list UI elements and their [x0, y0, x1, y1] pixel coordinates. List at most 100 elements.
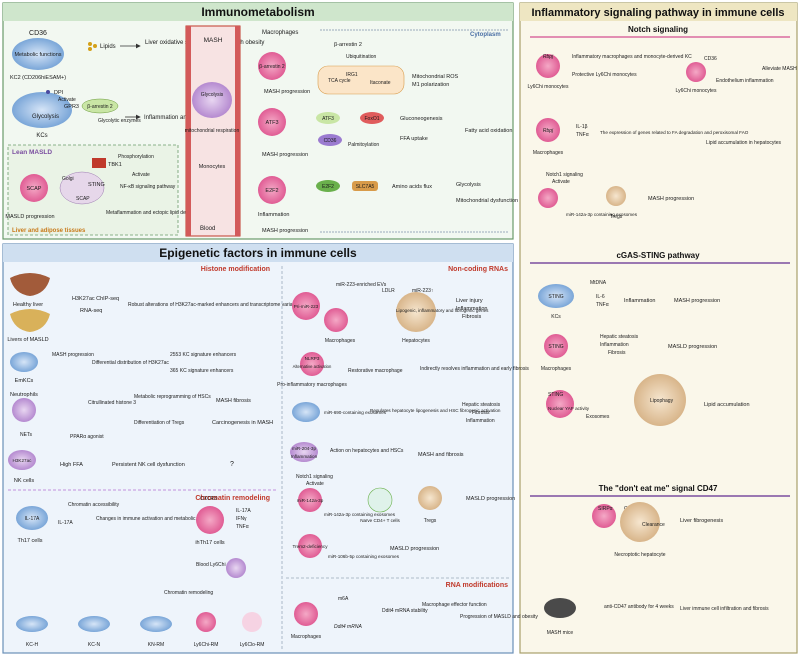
h3k27ac-chip-label: H3K27ac ChIP-seq	[72, 296, 119, 302]
lipogenic-label: Lipogenic, inflammatory and fibrogenic g…	[396, 308, 489, 313]
cd36-b-label: CD36	[324, 138, 337, 144]
citrullinated-label: Citrullinated histone 3	[88, 400, 136, 406]
sting3-inf-label: STING	[548, 392, 563, 398]
inflammation-a-label: Inflammation	[456, 306, 488, 312]
changes-immune-label: Changes in immune activation and metabol…	[96, 516, 219, 522]
nk-cells-label: NK cells	[14, 478, 34, 484]
high-ffa-label: High FFA	[60, 462, 83, 468]
lipid-acc2-label: Lipid accumulation	[704, 402, 750, 408]
ly6c-lo-rm-label: Ly6Clo-RM	[240, 642, 265, 648]
inflammation-inf-label: Inflammation	[624, 298, 656, 304]
golgi-label: Golgi	[62, 176, 74, 182]
il6-label: IL-6	[596, 294, 605, 300]
mir142-epi-label: miR-142a-3p	[297, 498, 324, 503]
il17a2-label: IL-17A	[58, 520, 73, 526]
inflammation-b-label: Inflammation	[466, 418, 495, 424]
ifng-label: IFNγ	[236, 516, 247, 522]
mir106-label: miR-106b-5p containing exosomes	[328, 554, 400, 559]
atf3-cell-label: ATF3	[265, 120, 278, 126]
macrophage-column: Macrophages Cytoplasm β-arrestin 2 β-arr…	[258, 29, 518, 234]
liver-fib-label: Liver fibrogenesis	[680, 518, 723, 524]
inflammation-masld-label: Inflammation and MASLD	[144, 115, 213, 121]
action-hep-label: Action on hepatocytes and HSCs	[330, 448, 404, 454]
robust-label: Robust alterations of H3K27ac-marked enh…	[128, 302, 304, 308]
mash-fibrosis2-label: MASH and fibrosis	[418, 452, 464, 458]
activate-label: Activate	[58, 97, 76, 103]
alt-activation-label: Alternative activation	[293, 364, 332, 369]
infl-macro-label: Inflammatory macrophages and monocyte-de…	[572, 54, 692, 60]
masld-prog-epi-label: MASLD progression	[466, 496, 515, 502]
mash-prog2-label: MASH progression	[262, 152, 308, 158]
mir223-label: miR-223↑	[412, 288, 433, 294]
blood-vessel: MASH Glycolysis mitochondrial respiratio…	[185, 25, 241, 237]
inflammation2-inf-label: Inflammation	[600, 342, 629, 348]
liver-injury-label: Liver injury	[456, 298, 483, 304]
tbk1-label: TBK1	[108, 162, 122, 168]
mito-resp-label: mitochondrial respiration	[185, 128, 240, 134]
lean-masld-title: Lean MASLD	[12, 149, 52, 156]
amino-flux-label: Amino acids flux	[392, 184, 432, 190]
expression-genes-label: The expression of genes related to FA de…	[600, 130, 749, 135]
sting-inf-label: STING	[548, 294, 563, 300]
macrophages2-inf-label: Macrophages	[541, 366, 572, 372]
rbpj-label: Rbpj	[543, 54, 554, 60]
metabolic-reprog-label: Metabolic reprogramming of HSCs	[134, 394, 211, 400]
ddit4-label: Ddit4 mRNA stability	[382, 608, 428, 614]
panel-title-epigenetic: Epigenetic factors in immune cells	[159, 246, 357, 260]
exosomes-inf-label: Exosomes	[586, 414, 610, 420]
chromatin-access-label: Chromatin accessibility	[68, 502, 120, 508]
tca-label: TCA cycle	[328, 78, 351, 84]
kn-rm-label: KN-RM	[148, 642, 164, 648]
kc-subtypes: KC-H KC-N KN-RM Ly6Chi-RM Ly6Clo-RM	[16, 612, 264, 648]
fatty-acid-ox-label: Fatty acid oxidation	[465, 128, 512, 134]
mito-ros-label: Mitochondrial ROS	[412, 74, 458, 80]
activate-inf-label: Activate	[552, 179, 570, 185]
ihth17-label: ihTh17 cells	[195, 540, 225, 546]
glycolytic-enzymes-label: Glycolytic enzymes	[98, 118, 141, 124]
masld-prog2-epi-label: MASLD progression	[390, 546, 439, 552]
fibrosis-a-label: Fibrosis	[462, 314, 482, 320]
tregs-epi-label: Tregs	[424, 518, 437, 524]
emkcs-label: EmKCs	[15, 378, 34, 384]
notch1-epi-label: Notch1 signaling	[296, 474, 333, 480]
noncoding-title: Non-coding RNAs	[448, 266, 508, 273]
nuclear-yap-label: Nuclear YAP activity	[548, 406, 590, 411]
mash-prog-inf-label: MASH progression	[648, 196, 694, 202]
tnfa2-label: TNFα	[596, 302, 609, 308]
protective-label: Protective Ly6Chi monocytes	[572, 72, 637, 78]
question-label: ?	[230, 461, 234, 468]
gpr3-label: GPR3	[64, 104, 79, 110]
th17-label: Th17 cells	[17, 538, 42, 544]
glycolysis3-label: Glycolysis	[456, 182, 481, 188]
nlrp3-label: NLRP3	[305, 356, 320, 361]
gluconeogenesis-label: Gluconeogenesis	[400, 116, 443, 122]
kc-h-label: KC-H	[26, 642, 39, 648]
hep-steatosis-inf-label: Hepatic steatosis	[600, 334, 639, 340]
mito-dys-label: Mitochondrial dysfunction	[456, 198, 518, 204]
mash-prog2-inf-label: MASH progression	[674, 298, 720, 304]
progression-label: Progression of MASLD and obesity	[460, 614, 538, 620]
beta-arrestin-label: β-arrestin 2	[87, 104, 113, 110]
lipids-label: Lipids	[100, 44, 116, 50]
mash-fibrosis-label: MASH fibrosis	[216, 398, 251, 404]
m1-pol-label: M1 polarization	[412, 82, 449, 88]
inflammation1-label: Inflammation	[258, 212, 290, 218]
itaconate-label: Itaconate	[370, 80, 391, 86]
panel-title-immunometabolism: Immunometabolism	[201, 5, 314, 19]
mir223-evs-label: miR-223-enriched EVs	[336, 282, 387, 288]
cd47-title: The "don't eat me" signal CD47	[599, 484, 718, 493]
rbpj2-label: Rbpj	[543, 128, 554, 134]
phosphorylation-label: Phosphorylation	[118, 154, 154, 160]
atf3-b-label: ATF3	[322, 116, 334, 122]
macrophages-a-label: Macrophages	[325, 338, 356, 344]
ly6c-mono2-label: Ly6Chi monocytes	[676, 88, 717, 94]
ly6c-mono-label: Ly6Chi monocytes	[528, 84, 569, 90]
healthy-liver-label: Healthy liver	[13, 302, 43, 308]
macro-effector-label: Macrophage effector function	[422, 602, 487, 608]
ubiquitination-label: Ubiquitination	[346, 54, 377, 60]
beta-arr-top-label: β-arrestin 2	[334, 42, 362, 48]
monocytes-label: Monocytes	[199, 164, 226, 170]
carcinogenesis-label: Carcinogenesis in MASH	[212, 420, 273, 426]
mir142-exo-label: miR-142a-3p containing exosomes	[324, 512, 396, 517]
